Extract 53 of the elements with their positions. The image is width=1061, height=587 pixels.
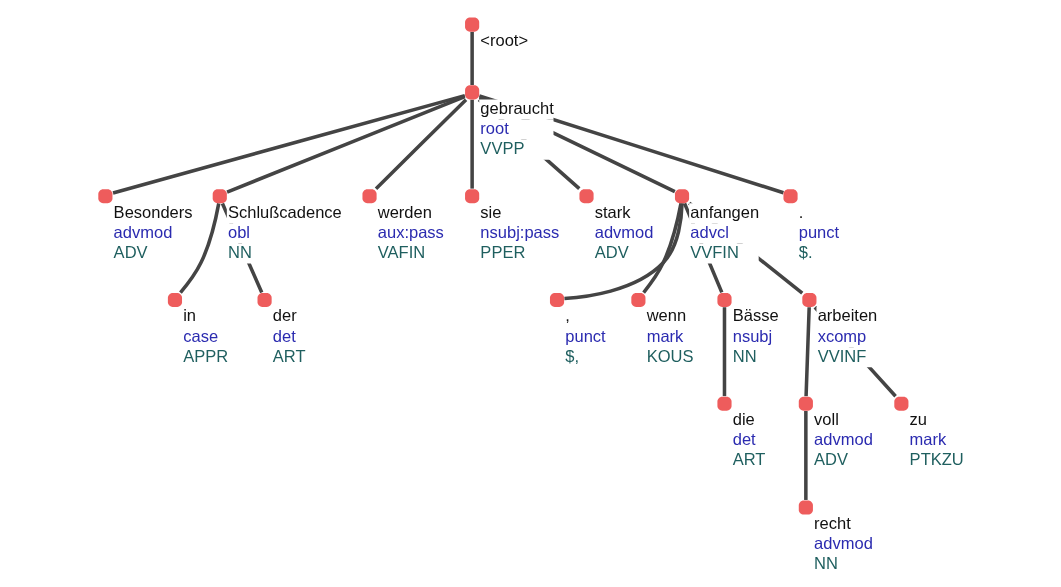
connector <box>226 94 466 194</box>
node-label: PTKZU <box>909 450 964 469</box>
node-label: ADV <box>113 242 148 261</box>
node-label: recht <box>814 514 851 532</box>
node-label: PPER <box>480 242 526 261</box>
node-label: Besonders <box>113 202 193 221</box>
node-label: ADV <box>814 450 849 469</box>
node-label: voll <box>814 410 839 429</box>
node-label: <root> <box>480 31 529 50</box>
connector <box>470 31 474 86</box>
node-label: case <box>183 326 219 345</box>
connector <box>804 411 808 500</box>
node-label: nsubj:pass <box>480 222 560 241</box>
connector <box>722 307 727 397</box>
node-label: sie <box>480 202 502 221</box>
node-label: zu <box>909 410 928 429</box>
node-label: det <box>732 430 756 449</box>
connector <box>374 98 468 190</box>
node-label: advmod <box>814 430 873 449</box>
node-label: stark <box>594 202 631 221</box>
node-label: . <box>798 202 804 221</box>
node-label: der <box>272 306 297 325</box>
node-label: NN <box>814 554 838 573</box>
node-label: $, <box>565 346 580 365</box>
node-label: KOUS <box>646 346 694 365</box>
node-label: werden <box>377 202 432 221</box>
node-label: VAFIN <box>377 242 426 261</box>
node-label: ADV <box>594 242 629 261</box>
node-label: ART <box>732 450 766 469</box>
node-label: ART <box>272 346 306 365</box>
connector <box>804 307 811 397</box>
node-label: det <box>272 326 296 345</box>
node-label: $. <box>798 242 813 261</box>
node-label: advmod <box>814 534 873 553</box>
connector <box>112 93 466 195</box>
connector <box>470 99 474 189</box>
node-label: advmod <box>594 222 654 241</box>
node-label: wenn <box>646 306 687 325</box>
node-label: NN <box>732 346 757 365</box>
node-label: nsubj <box>732 326 773 345</box>
node-label: Bässe <box>732 306 779 325</box>
node-label: , <box>565 306 570 325</box>
node-label: APPR <box>183 346 229 365</box>
node-label: punct <box>565 326 606 345</box>
node-label: die <box>732 410 755 429</box>
connector <box>642 203 683 294</box>
node-label: mark <box>909 430 947 449</box>
connector <box>179 203 221 294</box>
node-label: in <box>183 306 197 325</box>
node-label: aux:pass <box>377 222 444 241</box>
node-label: advmod <box>113 222 173 241</box>
node-label: punct <box>798 222 840 241</box>
node-label: mark <box>646 326 684 345</box>
